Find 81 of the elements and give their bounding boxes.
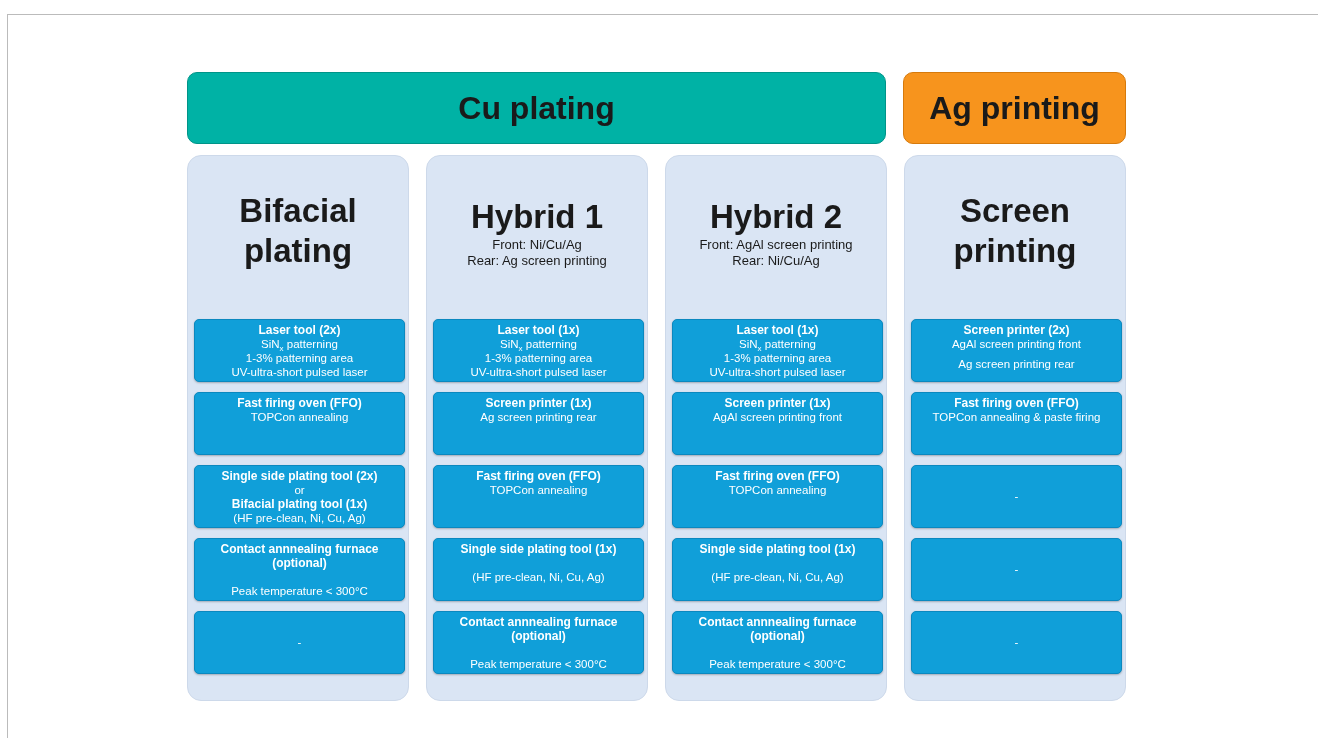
process-box bbox=[433, 538, 644, 601]
column-subtitle: Rear: Ag screen printing bbox=[467, 253, 607, 269]
tool-detail: (HF pre-clean, Ni, Cu, Ag) bbox=[711, 570, 844, 584]
tool-name: Screen printer (2x) bbox=[963, 323, 1070, 337]
tool-name: Screen printer (1x) bbox=[485, 396, 592, 410]
tool-name: Contact annnealing furnace (optional) bbox=[697, 615, 858, 643]
tool-detail: Ag screen printing rear bbox=[958, 357, 1075, 371]
tool-name: Fast firing oven (FFO) bbox=[237, 396, 362, 410]
tool-name: Single side plating tool (1x) bbox=[460, 542, 617, 556]
tool-detail: Peak temperature < 300°C bbox=[709, 657, 846, 671]
tool-detail: AgAl screen printing front bbox=[712, 410, 843, 424]
banner-title: Ag printing bbox=[929, 89, 1100, 127]
tool-name: Contact annnealing furnace (optional) bbox=[458, 615, 619, 643]
column-title: Bifacial plating bbox=[238, 191, 358, 271]
process-box bbox=[194, 465, 405, 528]
tool-detail: or bbox=[294, 483, 305, 497]
process-box bbox=[672, 538, 883, 601]
placeholder-dash: - bbox=[1014, 635, 1019, 649]
tool-detail: 1-3% patterning area bbox=[245, 351, 354, 365]
tool-detail: TOPCon annealing bbox=[250, 410, 349, 424]
tool-detail: UV-ultra-short pulsed laser bbox=[231, 365, 368, 379]
tool-detail: SiN$_{x}$ patterning bbox=[500, 337, 577, 351]
banner-title: Cu plating bbox=[458, 89, 615, 127]
tool-detail: (HF pre-clean, Ni, Cu, Ag) bbox=[472, 570, 605, 584]
placeholder-dash: - bbox=[297, 635, 302, 649]
tool-name: Contact annnealing furnace (optional) bbox=[219, 542, 380, 570]
tool-detail: TOPCon annealing bbox=[728, 483, 827, 497]
tool-detail: UV-ultra-short pulsed laser bbox=[470, 365, 607, 379]
tool-detail: Peak temperature < 300°C bbox=[231, 584, 368, 598]
process-box bbox=[911, 538, 1122, 601]
tool-detail: 1-3% patterning area bbox=[723, 351, 832, 365]
process-box bbox=[194, 319, 405, 382]
tool-detail: 1-3% patterning area bbox=[484, 351, 593, 365]
tool-detail: Ag screen printing rear bbox=[480, 410, 597, 424]
tool-detail: TOPCon annealing bbox=[489, 483, 588, 497]
tool-name: Laser tool (1x) bbox=[497, 323, 580, 337]
column-title: Hybrid 1 bbox=[470, 197, 603, 237]
tool-name: Fast firing oven (FFO) bbox=[954, 396, 1079, 410]
process-box bbox=[672, 319, 883, 382]
column-title: Hybrid 2 bbox=[709, 197, 842, 237]
process-box bbox=[911, 392, 1122, 455]
tool-detail: UV-ultra-short pulsed laser bbox=[709, 365, 846, 379]
process-box bbox=[194, 611, 405, 674]
tool-detail: SiN$_{x}$ patterning bbox=[739, 337, 816, 351]
tool-detail: AgAl screen printing front bbox=[951, 337, 1082, 351]
process-box bbox=[911, 319, 1122, 382]
process-box bbox=[433, 319, 644, 382]
tool-detail: SiN$_{x}$ patterning bbox=[261, 337, 338, 351]
tool-name: Laser tool (1x) bbox=[736, 323, 819, 337]
process-box bbox=[194, 392, 405, 455]
process-box bbox=[672, 611, 883, 674]
tool-name: Screen printer (1x) bbox=[724, 396, 831, 410]
tool-name: Fast firing oven (FFO) bbox=[476, 469, 601, 483]
column-panel bbox=[187, 155, 409, 701]
process-box bbox=[911, 465, 1122, 528]
column-title: Screen printing bbox=[952, 191, 1078, 271]
column-subtitle: Rear: Ni/Cu/Ag bbox=[732, 253, 820, 269]
category-banner bbox=[903, 72, 1126, 144]
process-box bbox=[194, 538, 405, 601]
column-subtitle: Front: Ni/Cu/Ag bbox=[492, 237, 582, 253]
process-box bbox=[433, 611, 644, 674]
tool-detail: Peak temperature < 300°C bbox=[470, 657, 607, 671]
column-subtitle: Front: AgAl screen printing bbox=[699, 237, 853, 253]
category-banner bbox=[187, 72, 886, 144]
column-panel bbox=[904, 155, 1126, 701]
tool-detail: (HF pre-clean, Ni, Cu, Ag) bbox=[233, 511, 366, 525]
process-box bbox=[672, 392, 883, 455]
tool-name: Bifacial plating tool (1x) bbox=[231, 497, 368, 511]
column-panel bbox=[426, 155, 648, 701]
tool-name: Single side plating tool (1x) bbox=[699, 542, 856, 556]
column-panel bbox=[665, 155, 887, 701]
tool-detail: TOPCon annealing & paste firing bbox=[932, 410, 1101, 424]
process-box bbox=[672, 465, 883, 528]
placeholder-dash: - bbox=[1014, 562, 1019, 576]
process-box bbox=[433, 465, 644, 528]
placeholder-dash: - bbox=[1014, 489, 1019, 503]
tool-name: Single side plating tool (2x) bbox=[221, 469, 378, 483]
process-box bbox=[911, 611, 1122, 674]
tool-name: Laser tool (2x) bbox=[258, 323, 341, 337]
tool-name: Fast firing oven (FFO) bbox=[715, 469, 840, 483]
process-box bbox=[433, 392, 644, 455]
